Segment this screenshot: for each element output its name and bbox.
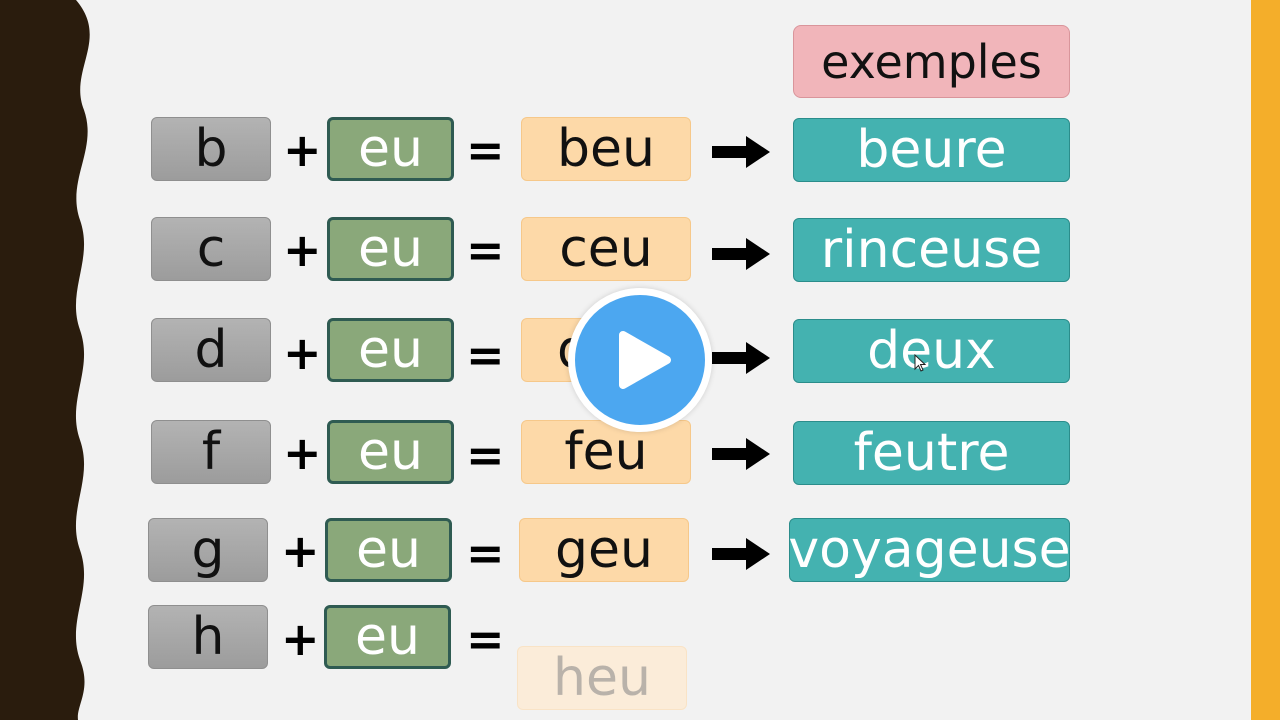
consonant-d: d	[151, 318, 271, 382]
consonant-g: g	[148, 518, 268, 582]
vowel-eu: eu	[324, 605, 451, 669]
consonant-f: f	[151, 420, 271, 484]
vowel-eu: eu	[327, 217, 454, 281]
example-rinceuse: rinceuse	[793, 218, 1070, 282]
equals-sign: =	[466, 428, 505, 482]
right-arrow-icon	[712, 538, 770, 570]
consonant-b: b	[151, 117, 271, 181]
vowel-eu: eu	[327, 318, 454, 382]
example-deux: deux	[793, 319, 1070, 383]
example-beure: beure	[793, 118, 1070, 182]
syllable-geu: geu	[519, 518, 689, 582]
right-arrow-icon	[712, 238, 770, 270]
plus-sign: +	[283, 123, 322, 177]
example-feutre: feutre	[793, 421, 1070, 485]
syllable-beu: beu	[521, 117, 691, 181]
plus-sign: +	[283, 326, 322, 380]
right-arrow-icon	[712, 438, 770, 470]
equals-sign: =	[466, 328, 505, 382]
plus-sign: +	[283, 426, 322, 480]
equals-sign: =	[466, 223, 505, 277]
equals-sign: =	[466, 526, 505, 580]
equals-sign: =	[466, 123, 505, 177]
accent-bar	[1251, 0, 1280, 720]
vowel-eu: eu	[327, 420, 454, 484]
play-icon	[619, 331, 671, 389]
right-arrow-icon	[712, 342, 770, 374]
consonant-h: h	[148, 605, 268, 669]
example-voyageuse: voyageuse	[788, 518, 1071, 582]
mouse-cursor-icon	[914, 354, 927, 372]
plus-sign: +	[281, 524, 320, 578]
consonant-c: c	[151, 217, 271, 281]
examples-header: exemples	[793, 25, 1070, 98]
play-button[interactable]	[568, 288, 712, 432]
plus-sign: +	[281, 612, 320, 666]
right-arrow-icon	[712, 136, 770, 168]
syllable-feu: feu	[521, 420, 691, 484]
equals-sign: =	[466, 612, 505, 666]
syllable-heu: heu	[517, 646, 687, 710]
vowel-eu: eu	[325, 518, 452, 582]
syllable-ceu: ceu	[521, 217, 691, 281]
vowel-eu: eu	[327, 117, 454, 181]
plus-sign: +	[283, 223, 322, 277]
wavy-border	[0, 0, 90, 720]
